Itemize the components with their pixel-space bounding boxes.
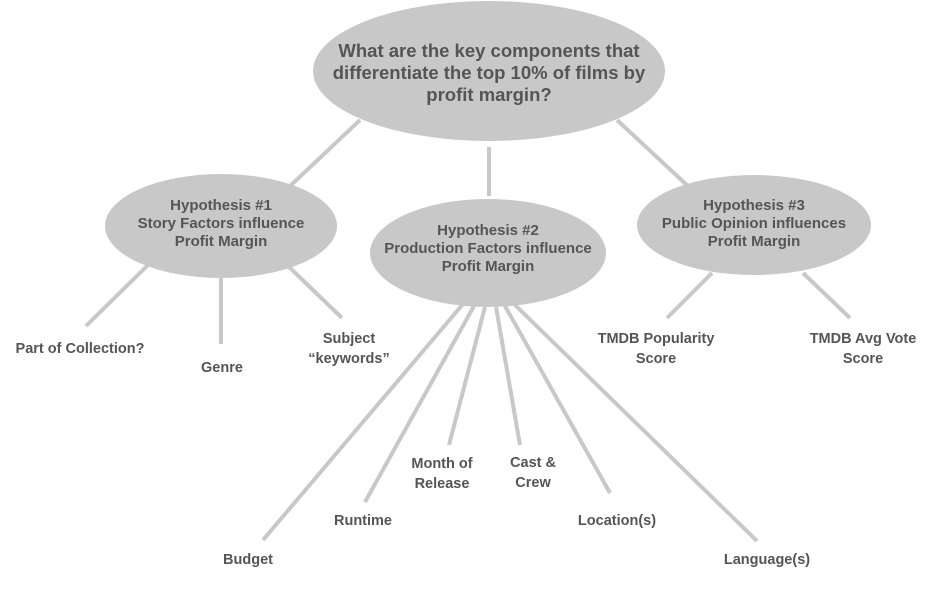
hypothesis-1-text: Hypothesis #1 Story Factors influence Pr… — [137, 197, 305, 250]
leaf-budget: Budget — [223, 552, 273, 568]
connector-h3-popularity — [665, 271, 714, 320]
leaf-month-of-release: Month of Release — [411, 456, 473, 492]
hypothesis-2-text: Hypothesis #2 Production Factors influen… — [384, 222, 592, 275]
leaf-languages: Language(s) — [723, 552, 811, 568]
root-question-text: What are the key components that differe… — [332, 40, 646, 106]
leaf-tmdb-avg-vote-score: TMDB Avg Vote Score — [809, 331, 917, 367]
connector-h2-location — [503, 305, 612, 494]
leaf-cast-and-crew: Cast & Crew — [510, 455, 556, 491]
connector-h2-language — [512, 302, 759, 543]
hypothesis-2-node — [370, 199, 606, 307]
hypothesis-1-node — [105, 174, 337, 278]
leaf-runtime: Runtime — [334, 513, 392, 529]
leaf-genre: Genre — [201, 360, 243, 376]
leaf-subject-keywords: Subject “keywords” — [308, 331, 390, 367]
connector-h2-runtime — [363, 305, 476, 503]
connector-h2-budget — [261, 302, 465, 542]
leaf-locations: Location(s) — [577, 513, 657, 529]
hypothesis-3-text: Hypothesis #3 Public Opinion influences … — [661, 197, 847, 250]
connector-h1-keywords — [285, 263, 344, 320]
hypothesis-3-node — [637, 175, 871, 275]
connector-h3-vote — [801, 271, 852, 320]
connector-root-h3 — [615, 118, 692, 190]
root-question-node — [313, 1, 665, 141]
connector-h2-month — [447, 306, 487, 446]
connector-h2-cast — [494, 306, 522, 446]
connector-h1-collection — [84, 263, 150, 328]
leaf-tmdb-popularity-score: TMDB Popularity Score — [597, 331, 715, 367]
leaf-part-of-collection: Part of Collection? — [15, 341, 145, 357]
